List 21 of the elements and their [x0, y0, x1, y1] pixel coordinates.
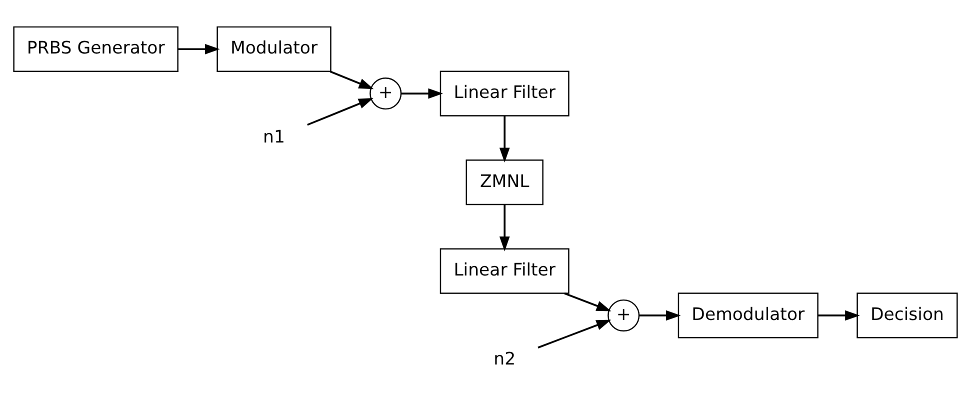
node-box: ZMNL: [466, 160, 544, 206]
arrow: [538, 320, 612, 348]
node-text: n2: [494, 349, 516, 370]
arrow: [178, 44, 220, 54]
node-box: Demodulator: [678, 292, 818, 338]
node-box: Linear Filter: [440, 70, 570, 116]
node-box: Modulator: [216, 26, 332, 72]
node-box: Linear Filter: [440, 248, 570, 294]
arrow: [818, 310, 860, 321]
arrow: [499, 116, 510, 163]
arrow: [564, 292, 612, 312]
node-circle: +: [608, 299, 640, 332]
arrow: [330, 70, 374, 90]
node-box: PRBS Generator: [13, 26, 178, 72]
arrow: [639, 310, 681, 321]
node-circle: +: [370, 77, 402, 110]
node-box: Decision: [856, 292, 958, 338]
node-text: n1: [263, 127, 285, 148]
arrow: [401, 88, 444, 99]
arrow: [499, 204, 510, 252]
arrow: [307, 98, 374, 126]
